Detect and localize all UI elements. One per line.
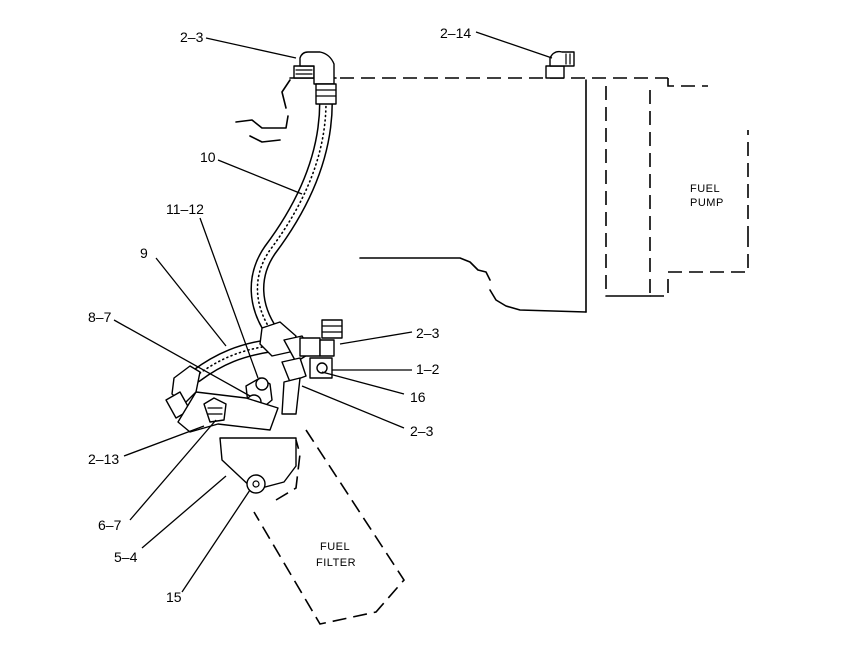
fuel-filter-label-line2: FILTER (316, 557, 356, 569)
connector-block (259, 319, 343, 415)
hose-10 (250, 83, 337, 339)
callout-5-4: 5–4 (114, 549, 138, 565)
top-elbow-fitting (293, 51, 335, 85)
banjo-fitting-1-2 (309, 357, 333, 379)
callout-11-12: 11–12 (166, 201, 204, 217)
callout-2-14: 2–14 (440, 25, 471, 41)
callout-16: 16 (410, 389, 426, 405)
leader-lines (113, 31, 553, 593)
filter-base (165, 365, 297, 494)
hose-9 (189, 339, 275, 383)
fuel-pump-label-line1: FUEL (690, 183, 720, 195)
callout-2-3-mid: 2–3 (416, 325, 440, 341)
callout-2-13: 2–13 (88, 451, 119, 467)
callout-9: 9 (140, 245, 148, 261)
fuel-pump-label-line2: PUMP (690, 197, 724, 209)
callout-10: 10 (200, 149, 216, 165)
component-labels: FUEL PUMP FUEL FILTER (316, 183, 724, 569)
callout-labels: 2–3 2–14 10 11–12 9 8–7 2–3 1–2 16 2–3 2… (88, 25, 471, 605)
engine-housing-outline (235, 77, 749, 313)
top-right-elbow-fitting (545, 50, 575, 79)
callout-1-2: 1–2 (416, 361, 440, 377)
callout-15: 15 (166, 589, 182, 605)
callout-6-7: 6–7 (98, 517, 122, 533)
callout-2-3-low: 2–3 (410, 423, 434, 439)
fuel-filter-canister (253, 429, 406, 625)
callout-2-3-top: 2–3 (180, 29, 204, 45)
callout-8-7: 8–7 (88, 309, 112, 325)
fuel-filter-label-line1: FUEL (320, 541, 350, 553)
